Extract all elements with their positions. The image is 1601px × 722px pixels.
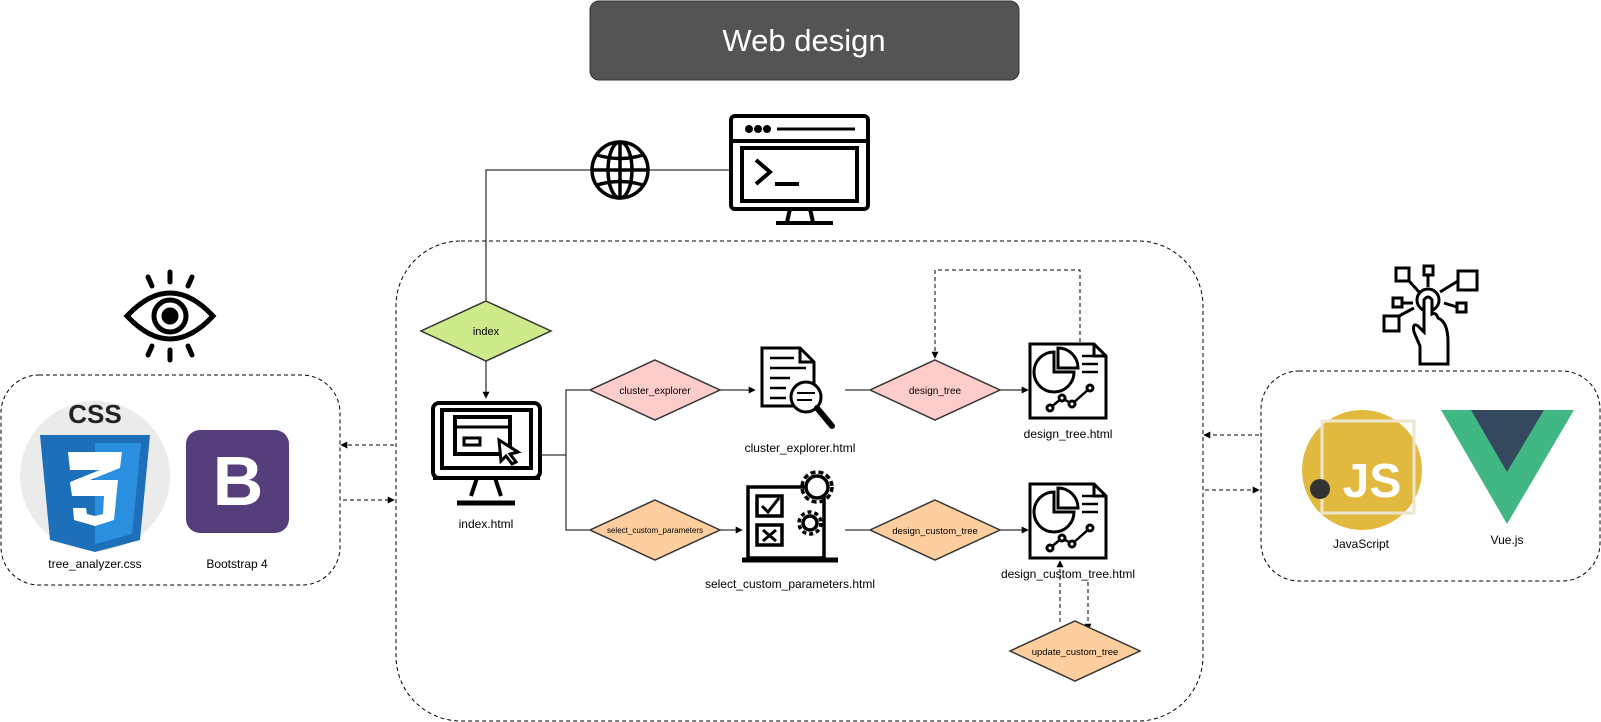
decision-design-tree-label: design_tree xyxy=(909,386,962,397)
document-search-icon xyxy=(760,346,835,429)
decision-index: index xyxy=(419,300,553,362)
bootstrap-letter: B xyxy=(213,442,264,520)
report-chart-icon xyxy=(1028,342,1108,420)
decision-index-label: index xyxy=(473,326,500,338)
css3-logo: CSS xyxy=(20,399,170,552)
loop-connector xyxy=(931,269,1081,359)
touch-network-icon xyxy=(1382,264,1479,366)
vue-logo xyxy=(1441,410,1574,524)
decision-update-custom-tree-label: update_custom_tree xyxy=(1032,647,1119,658)
page-label-cluster-explorer: cluster_explorer.html xyxy=(745,441,856,455)
globe-icon xyxy=(590,140,650,200)
connector xyxy=(565,455,590,531)
decision-update-custom-tree: update_custom_tree xyxy=(1008,620,1142,682)
vue-label: Vue.js xyxy=(1491,533,1524,547)
settings-checklist-icon xyxy=(742,470,838,563)
page-label-select-custom-parameters: select_custom_parameters.html xyxy=(705,577,875,591)
page-label-index: index.html xyxy=(459,517,514,531)
css-badge-text: CSS xyxy=(68,399,121,429)
decision-cluster-explorer: cluster_explorer xyxy=(588,359,722,421)
css-file-label: tree_analyzer.css xyxy=(48,557,141,571)
title-box: Web design xyxy=(589,0,1020,81)
web-page-monitor-icon xyxy=(431,401,542,506)
decision-design-custom-tree: design_custom_tree xyxy=(868,499,1002,561)
page-label-design-tree: design_tree.html xyxy=(1024,427,1113,441)
decision-select-custom-parameters: select_custom_parameters xyxy=(588,499,722,561)
connector xyxy=(540,389,590,456)
decision-cluster-explorer-label: cluster_explorer xyxy=(619,386,691,397)
decision-select-custom-parameters-label: select_custom_parameters xyxy=(607,526,703,535)
connector xyxy=(485,169,591,301)
left-group-container xyxy=(0,374,341,586)
terminal-monitor-icon xyxy=(729,114,870,225)
decision-design-tree: design_tree xyxy=(868,359,1002,421)
bootstrap-logo: B xyxy=(186,430,289,533)
right-group-container xyxy=(1260,370,1601,582)
js-badge-text: JS xyxy=(1343,455,1402,508)
javascript-logo: JS xyxy=(1302,410,1422,530)
javascript-label: JavaScript xyxy=(1333,537,1390,551)
decision-design-custom-tree-label: design_custom_tree xyxy=(892,526,978,537)
eye-icon xyxy=(123,269,217,363)
report-chart-icon xyxy=(1028,482,1108,560)
page-title: Web design xyxy=(722,23,885,58)
page-label-design-custom-tree: design_custom_tree.html xyxy=(1001,567,1135,581)
main-group-container xyxy=(395,240,1204,722)
bootstrap-label: Bootstrap 4 xyxy=(206,557,268,571)
